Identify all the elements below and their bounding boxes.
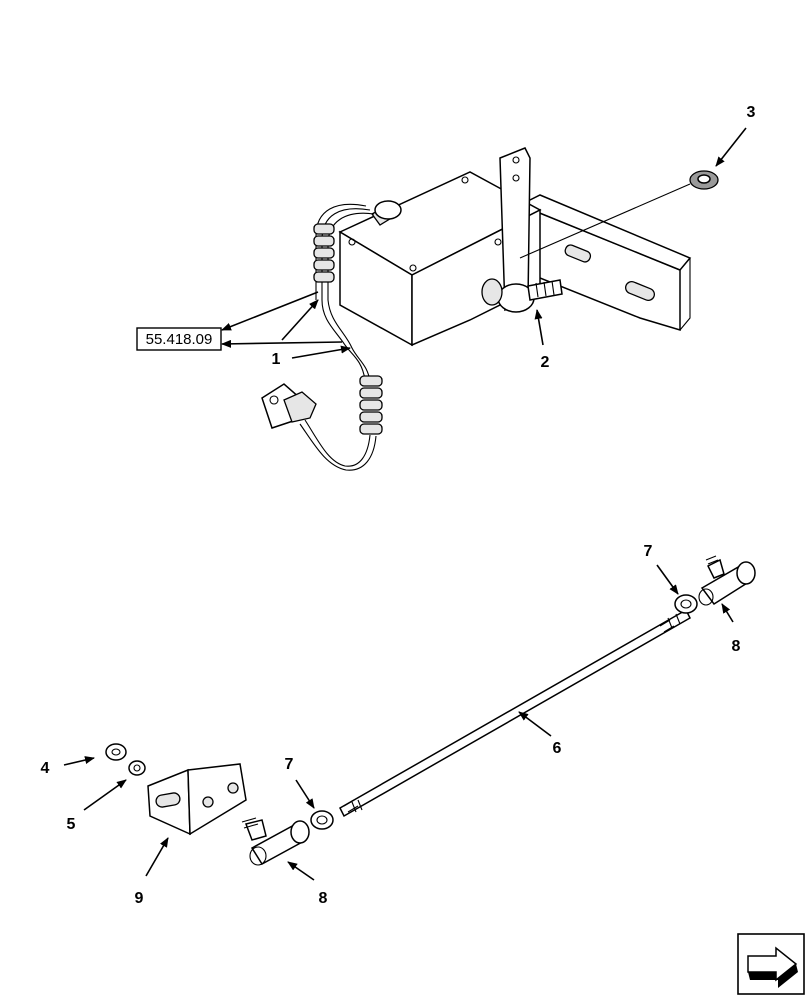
angle-bracket [147, 763, 247, 836]
callout-9: 9 [135, 890, 144, 907]
washer-5 [128, 760, 146, 776]
callout-8-right: 8 [732, 638, 741, 655]
callout-7-right: 7 [644, 543, 653, 560]
callout-3: 3 [747, 104, 756, 121]
harness-sleeve-lower [359, 375, 383, 435]
ball-joint-8-left [241, 817, 310, 866]
lower-leader-lines [63, 564, 734, 881]
harness-sleeve-upper [313, 223, 335, 283]
callout-6: 6 [553, 740, 562, 757]
callout-1: 1 [272, 351, 281, 368]
linkage-assembly: 7 8 6 7 8 4 5 9 [41, 543, 756, 907]
callout-2: 2 [541, 354, 550, 371]
callout-8-left: 8 [319, 890, 328, 907]
jam-nut-7-right [674, 594, 698, 614]
ball-joint-8-right [698, 555, 756, 606]
next-page-arrow-icon[interactable] [737, 933, 805, 995]
wiring-harness [261, 203, 383, 471]
reference-label-text: 55.418.09 [146, 331, 213, 348]
callout-7-left: 7 [285, 756, 294, 773]
reference-label: 55.418.09 [136, 327, 222, 351]
output-lever [481, 147, 563, 313]
jam-nut-7-left [310, 810, 334, 830]
callout-4: 4 [41, 760, 50, 777]
harness-connector [261, 383, 317, 429]
upper-leader-lines [221, 127, 747, 359]
callout-5: 5 [67, 816, 76, 833]
actuator-assembly: 55.418.09 1 2 3 [136, 104, 756, 471]
linkage-rod [339, 608, 691, 818]
hex-nut-4 [105, 743, 127, 761]
mounting-bracket [518, 194, 692, 332]
lock-nut-3 [519, 170, 719, 259]
